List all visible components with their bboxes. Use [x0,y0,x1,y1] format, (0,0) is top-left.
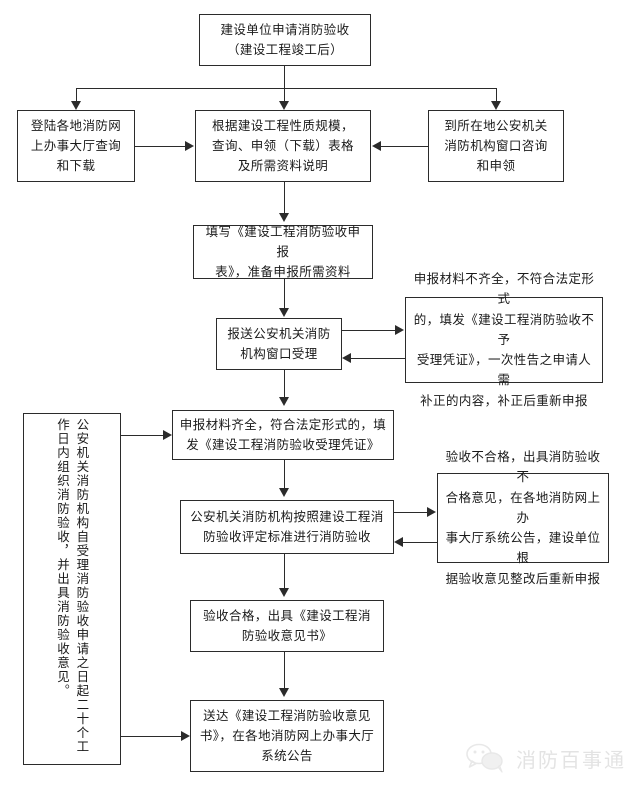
connector-to-get-forms [284,88,285,102]
node-failed: 验收不合格，出具消防验收不 合格意见，在各地消防网上办 事大厅系统公告，建设单位… [437,449,609,586]
wechat-chat-bubble-icon [466,743,503,773]
arrowhead-submit-to-accepted [279,397,289,406]
node-public-security-window-label: 到所在地公安机关 消防机构窗口咨询 和申领 [444,117,548,174]
connector-not-accepted-to-submit [351,358,405,359]
node-inspection-label: 公安机关消防机构按照建设工程消 防验收评定标准进行消防验收 [190,508,384,544]
connector-submit-to-not-accepted [342,330,395,331]
node-fill-form: 填写《建设工程消防验收申报 表》，准备申报所需资料 [193,224,373,279]
connector-inspection-to-passed [284,554,285,588]
watermark: 消防百事通 [465,743,626,773]
arrowhead-passed-to-deliver [279,688,289,697]
connector-time-limit-to-deliver [121,736,181,737]
arrowhead-not-accepted-to-submit [342,353,351,363]
node-inspection: 公安机关消防机构按照建设工程消 防验收评定标准进行消防验收 [180,500,394,554]
node-submit-window-label: 报送公安机关消防 机构窗口受理 [227,325,331,361]
node-failed-label: 验收不合格，出具消防验收不 合格意见，在各地消防网上办 事大厅系统公告，建设单位… [445,449,601,586]
node-time-limit-label: 公安机关消防机构自受理消防验收申请之日起二十个工作日内组织消防验收，并出具消防验… [55,418,90,754]
connector-time-limit-to-accepted [121,435,163,436]
connector-failed-to-inspection [403,542,437,543]
node-not-accepted: 申报材料不齐全，不符合法定形式 的，填发《建设工程消防验收不予 受理凭证》，一次… [405,271,603,408]
arrowhead-get-forms-to-fill-form [279,213,289,222]
node-submit-window: 报送公安机关消防 机构窗口受理 [216,318,342,370]
connector-get-forms-to-fill-form [284,182,285,214]
arrowhead-window-to-get-forms [372,141,381,151]
node-time-limit: 公安机关消防机构自受理消防验收申请之日起二十个工作日内组织消防验收，并出具消防验… [23,413,121,765]
arrowhead-failed-to-inspection [394,537,403,547]
node-fill-form-label: 填写《建设工程消防验收申报 表》，准备申报所需资料 [205,223,361,280]
node-online-hall: 登陆各地消防网 上办事大厅查询 和下载 [17,110,135,182]
arrowhead-to-public-security-window [491,101,501,110]
node-apply: 建设单位申请消防验收 （建设工程竣工后） [199,14,371,66]
arrowhead-inspection-to-passed [279,588,289,597]
node-get-forms: 根据建设工程性质规模， 查询、申领（下载）表格 及所需资料说明 [195,110,371,182]
arrowhead-time-limit-to-deliver [181,731,190,741]
connector-inspection-to-failed [394,512,427,513]
node-apply-label: 建设单位申请消防验收 （建设工程竣工后） [220,21,350,57]
connector-fill-form-to-submit [284,279,285,309]
node-online-hall-label: 登陆各地消防网 上办事大厅查询 和下载 [30,117,122,174]
connector-passed-to-deliver [284,652,285,688]
connector-accepted-to-inspection [284,460,285,489]
watermark-label: 消防百事通 [516,747,626,772]
connector-apply-down [284,66,285,88]
connector-window-to-get-forms [381,146,428,147]
node-passed-label: 验收合格，出具《建设工程消 防验收意见书》 [203,607,371,643]
node-deliver: 送达《建设工程消防验收意见 书》，在各地消防网上办事大厅 系统公告 [190,700,384,772]
arrowhead-submit-to-not-accepted [395,325,404,335]
node-public-security-window: 到所在地公安机关 消防机构窗口咨询 和申领 [428,110,564,182]
connector-to-online-hall [76,88,77,102]
arrowhead-to-get-forms [279,101,289,110]
connector-submit-to-accepted [284,370,285,398]
arrowhead-time-limit-to-accepted [163,430,172,440]
node-accepted: 申报材料齐全，符合法定形式的，填 发《建设工程消防验收受理凭证》 [172,410,394,460]
node-deliver-label: 送达《建设工程消防验收意见 书》，在各地消防网上办事大厅 系统公告 [199,707,375,764]
arrowhead-fill-form-to-submit [279,308,289,317]
node-get-forms-label: 根据建设工程性质规模， 查询、申领（下载）表格 及所需资料说明 [212,117,354,174]
arrowhead-inspection-to-failed [427,507,436,517]
arrowhead-accepted-to-inspection [279,488,289,497]
node-passed: 验收合格，出具《建设工程消 防验收意见书》 [190,600,384,652]
node-not-accepted-label: 申报材料不齐全，不符合法定形式 的，填发《建设工程消防验收不予 受理凭证》，一次… [413,271,595,408]
connector-to-public-security-window [496,88,497,102]
connector-distribution-bar [76,88,496,89]
arrowhead-online-hall-to-get-forms [185,141,194,151]
node-accepted-label: 申报材料齐全，符合法定形式的，填 发《建设工程消防验收受理凭证》 [179,416,387,452]
connector-online-hall-to-get-forms [135,146,185,147]
arrowhead-to-online-hall [71,101,81,110]
